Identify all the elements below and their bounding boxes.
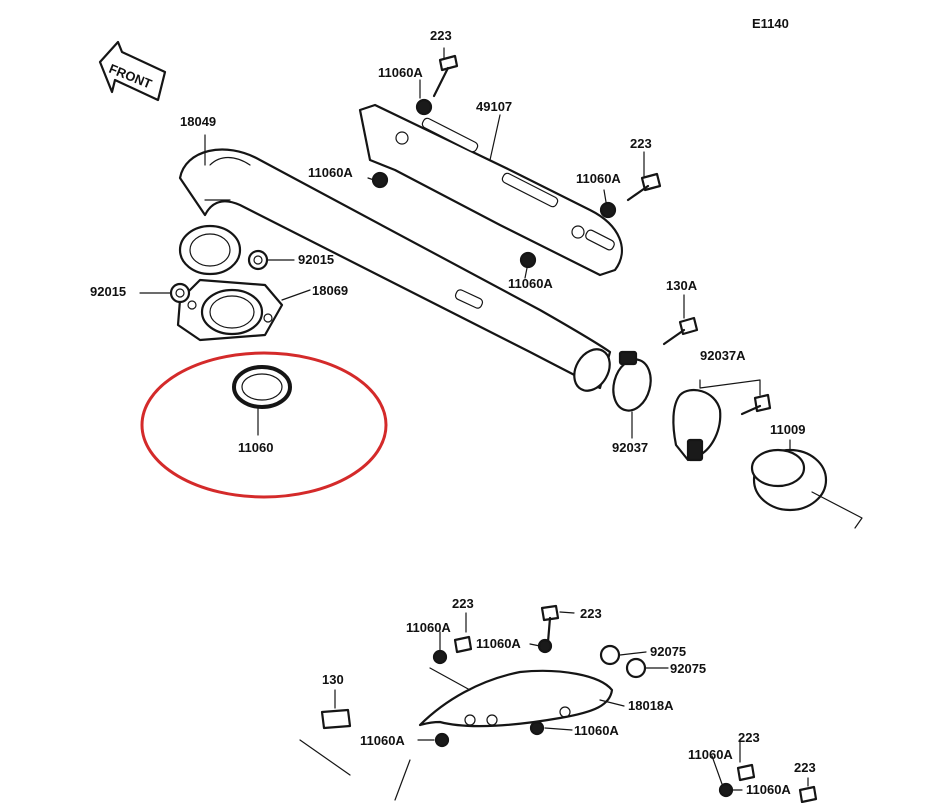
label-p-11060a-e: 11060A (406, 620, 451, 635)
label-p-11060a-j: 11060A (746, 782, 791, 797)
label-p-130a: 130A (666, 278, 698, 293)
gasket-11060-icon (232, 365, 292, 409)
nut-11060a-guard-d-icon (529, 720, 545, 736)
bolt-223-guard-left-icon (453, 635, 473, 654)
label-p-223-e: 223 (738, 730, 760, 745)
label-p-11060a-i: 11060A (688, 747, 733, 762)
label-p-11060a-c: 11060A (576, 171, 621, 186)
label-p-11060a-a: 11060A (378, 65, 423, 80)
clamp-92037-icon (612, 350, 652, 412)
nut-11060a-mid-icon (371, 171, 389, 189)
label-p-92015-a: 92015 (298, 252, 334, 267)
label-p-223-b: 223 (630, 136, 652, 151)
heat-guard-18018a (418, 669, 614, 728)
collar-92075-a-icon (599, 644, 621, 666)
nut-11060a-top-icon (415, 98, 433, 116)
label-p-11060a-h: 11060A (574, 723, 619, 738)
label-p-11060a-d: 11060A (508, 276, 553, 291)
bolt-92037a-icon (740, 393, 772, 416)
label-p-223-f: 223 (794, 760, 816, 775)
label-p-223-c: 223 (452, 596, 474, 611)
bolt-223-right-icon (626, 172, 662, 202)
leader-lines (139, 47, 809, 801)
label-p-92037a: 92037A (700, 348, 746, 363)
label-p-11060a-g: 11060A (360, 733, 405, 748)
collar-92075-b-icon (625, 657, 647, 679)
label-p-18069: 18069 (312, 283, 348, 298)
label-p-11060a-f: 11060A (476, 636, 521, 651)
bolt-130-icon (320, 708, 352, 730)
nut-11060a-guard-c-icon (434, 732, 450, 748)
label-p-223-a: 223 (430, 28, 452, 43)
highlight-circle (140, 351, 388, 499)
nut-11060a-right-icon (599, 201, 617, 219)
nut-11060a-guard-b-icon (537, 638, 553, 654)
label-p-18049: 18049 (180, 114, 216, 129)
bolt-92015-right-icon (247, 249, 269, 271)
flange-18069 (176, 278, 284, 342)
leader-11009-ext (811, 491, 863, 529)
label-p-11060-highlight: 11060 (238, 440, 273, 455)
nut-11060a-guard-a-icon (432, 649, 448, 665)
bolt-130a-icon (662, 316, 699, 346)
label-p-92015-b: 92015 (90, 284, 126, 299)
bolt-223-top-icon (432, 54, 459, 98)
label-p-92037: 92037 (612, 440, 648, 455)
label-p-92075-b: 92075 (670, 661, 706, 676)
label-p-223-d: 223 (580, 606, 602, 621)
bolt-223-guard-top-icon (540, 604, 560, 644)
label-p-130: 130 (322, 672, 344, 687)
part-labels: E1140 223 11060A 49107 18049 11060A 223 … (90, 16, 816, 797)
clamp-92037a-icon (672, 388, 722, 462)
bracket-49107 (358, 103, 623, 277)
bolt-92015-left-icon (169, 282, 191, 304)
label-p-92075-a: 92075 (650, 644, 686, 659)
bolt-223-bottom-b-icon (798, 785, 818, 803)
nut-11060a-lower-icon (519, 251, 537, 269)
diagram-code: E1140 (752, 16, 789, 31)
exhaust-pipe-18049 (178, 148, 612, 392)
label-p-11009: 11009 (770, 422, 805, 437)
label-p-49107: 49107 (476, 99, 512, 114)
sleeve-11009-icon (750, 448, 828, 512)
bolt-223-bottom-a-icon (736, 763, 756, 782)
label-p-18018a: 18018A (628, 698, 674, 713)
label-p-11060a-b: 11060A (308, 165, 353, 180)
front-arrow-icon: FRONT (98, 40, 167, 102)
